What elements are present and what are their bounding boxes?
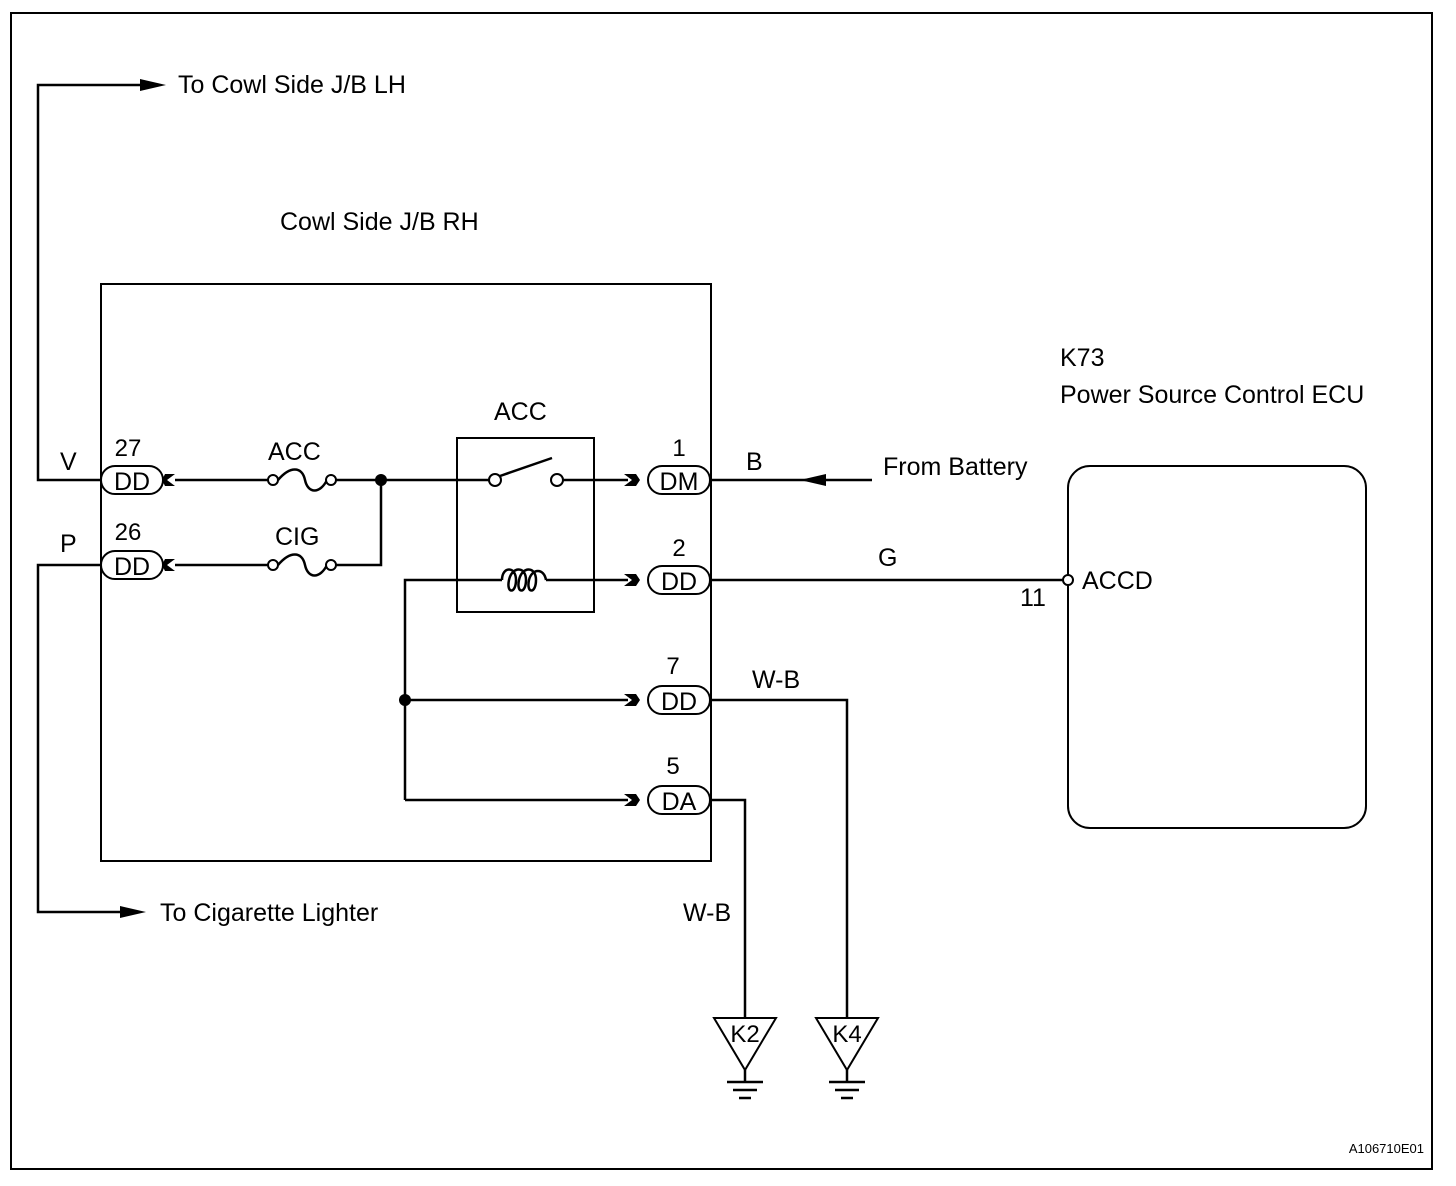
- fuse-acc-terminal-right: [325, 474, 337, 486]
- connector-2: DD 2: [624, 535, 711, 596]
- arrow-from-battery: [800, 474, 826, 486]
- label-jb-rh: Cowl Side J/B RH: [280, 208, 479, 236]
- label-ecu-code: K73: [1060, 344, 1104, 372]
- acc-relay-box: [456, 437, 595, 613]
- relay-switch-contact-left: [488, 473, 502, 487]
- relay-switch-blade: [499, 456, 553, 478]
- label-to-cowl-lh: To Cowl Side J/B LH: [178, 71, 406, 99]
- arrow-to-cowl-lh: [140, 79, 166, 91]
- label-fuse-cig: CIG: [275, 523, 319, 551]
- ground-k4-symbol: [814, 1017, 880, 1072]
- connector-2-name: DD: [661, 568, 697, 596]
- connector-5-pin: 5: [666, 753, 679, 780]
- wire-color-g: G: [878, 544, 897, 572]
- connector-27-name: DD: [114, 468, 150, 496]
- fuse-cig-terminal-left: [267, 559, 279, 571]
- label-ecu-pin-11: 11: [1020, 584, 1046, 612]
- label-ecu-name: Power Source Control ECU: [1060, 381, 1364, 409]
- connector-1-pin: 1: [672, 435, 685, 462]
- junction-block-rh: [100, 283, 712, 862]
- connector-1-name: DM: [660, 468, 699, 496]
- ecu-box: [1067, 465, 1367, 829]
- relay-switch-contact-right: [550, 473, 564, 487]
- ground-k2-symbol: [712, 1017, 778, 1072]
- wire-cig-to-junction: [336, 480, 383, 567]
- relay-coil-symbol: [500, 568, 548, 592]
- figure-code: A106710E01: [1349, 1141, 1424, 1156]
- wire-wb-k4: [711, 698, 849, 1018]
- label-to-cig-lighter: To Cigarette Lighter: [160, 899, 378, 927]
- connector-5: DA 5: [624, 753, 711, 816]
- connector-26-name: DD: [114, 553, 150, 581]
- connector-7-name: DD: [661, 688, 697, 716]
- connector-5-name: DA: [662, 788, 697, 816]
- connector-26-pin: 26: [115, 519, 142, 546]
- wire-p: [36, 563, 120, 914]
- arrow-to-cig-lighter: [120, 906, 146, 918]
- connector-7: DD 7: [624, 653, 711, 716]
- ground-k2-label: K2: [730, 1021, 759, 1048]
- ecu-terminal-accd: [1062, 574, 1074, 586]
- junction-dot-ground: [399, 694, 411, 706]
- fuse-cig-symbol: [277, 553, 329, 577]
- connector-2-pin: 2: [672, 535, 685, 562]
- wire-color-p: P: [60, 530, 77, 558]
- wire-v: [36, 83, 140, 482]
- wire-coil-left: [403, 578, 502, 800]
- wire-color-wb-k4: W-B: [752, 666, 800, 694]
- wire-wb-k2: [711, 798, 747, 1018]
- label-ecu-pin-accd: ACCD: [1082, 567, 1153, 595]
- connector-27-pin: 27: [115, 435, 142, 462]
- label-relay-acc: ACC: [494, 398, 547, 426]
- fuse-cig-terminal-right: [325, 559, 337, 571]
- label-fuse-acc: ACC: [268, 438, 321, 466]
- connector-1: DM 1: [624, 435, 711, 496]
- wire-color-wb-k2: W-B: [683, 899, 731, 927]
- connector-26: DD 26: [100, 519, 175, 581]
- wire-color-b: B: [746, 448, 763, 476]
- connector-7-pin: 7: [666, 653, 679, 680]
- connector-27: DD 27: [100, 435, 175, 496]
- fuse-acc-terminal-left: [267, 474, 279, 486]
- fuse-acc-symbol: [277, 468, 329, 492]
- label-from-battery: From Battery: [883, 453, 1028, 481]
- diagram-frame: [10, 12, 1433, 1170]
- wire-color-v: V: [60, 448, 77, 476]
- ground-k4-label: K4: [832, 1021, 861, 1048]
